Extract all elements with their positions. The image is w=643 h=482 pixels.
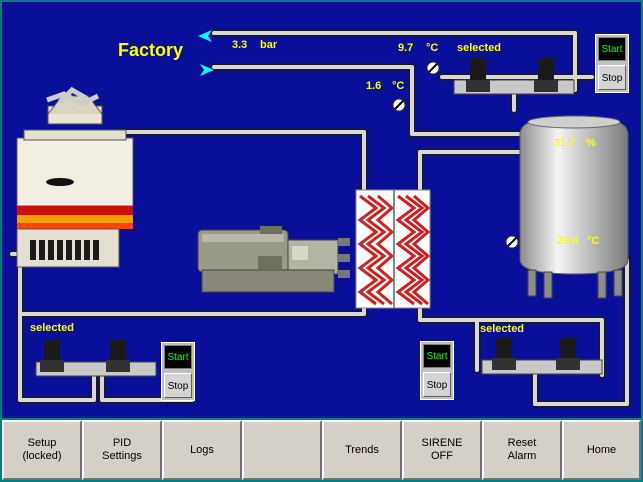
storage-tank-icon <box>519 115 629 299</box>
page-title: Factory <box>118 40 184 60</box>
pump-group-bottom-right-status: selected <box>480 323 525 335</box>
stop-button[interactable]: Stop <box>598 65 626 90</box>
flow-arrow-in-icon <box>200 64 214 76</box>
temp-sensor-mid-icon <box>392 98 406 112</box>
stop-button[interactable]: Stop <box>423 372 451 397</box>
temp-top-value: 9.7 <box>398 42 414 54</box>
temp-sensor-tank-icon <box>505 235 519 249</box>
pump-control-top-right: Start Stop <box>595 34 629 93</box>
pump-group-bottom-left-icon <box>35 340 157 377</box>
pump-group-top-right-icon <box>453 58 575 95</box>
temp-sensor-top-icon <box>426 61 440 75</box>
pump-control-bottom-left: Start Stop <box>161 342 195 401</box>
empty-toolbar-button[interactable] <box>242 420 322 480</box>
pressure-value: 3.3 <box>232 39 248 51</box>
cooling-tower-icon <box>16 86 134 268</box>
pump-group-top-right-status: selected <box>457 42 502 54</box>
chiller-compressor-icon <box>197 226 350 293</box>
tank-temp-value: 28.6 <box>557 235 579 247</box>
tank-temp-unit: °C <box>587 235 600 247</box>
start-button[interactable]: Start <box>164 345 192 369</box>
reset-alarm-button[interactable]: Reset Alarm <box>482 420 562 480</box>
temp-mid-value: 1.6 <box>366 80 382 92</box>
start-button[interactable]: Start <box>423 344 451 368</box>
temp-top-unit: °C <box>426 42 439 54</box>
pid-settings-button[interactable]: PID Settings <box>82 420 162 480</box>
heat-exchanger-icon <box>355 189 431 309</box>
bottom-toolbar: Setup (locked) PID Settings Logs Trends … <box>0 419 643 482</box>
flow-arrow-out-icon <box>198 30 212 42</box>
stop-button[interactable]: Stop <box>164 373 192 398</box>
process-screen: Factory 3.3 bar 9.7 °C 1.6 °C 31.7 % 28.… <box>2 2 641 418</box>
trends-button[interactable]: Trends <box>322 420 402 480</box>
setup-button[interactable]: Setup (locked) <box>2 420 82 480</box>
pump-control-bottom-right: Start Stop <box>420 341 454 400</box>
home-button[interactable]: Home <box>562 420 641 480</box>
tank-level-value: 31.7 <box>554 137 576 149</box>
logs-button[interactable]: Logs <box>162 420 242 480</box>
sirene-toggle-button[interactable]: SIRENE OFF <box>402 420 482 480</box>
process-diagram <box>8 29 631 408</box>
tank-level-unit: % <box>586 137 596 149</box>
pump-group-bottom-left-status: selected <box>30 322 75 334</box>
pump-group-bottom-right-icon <box>481 338 603 375</box>
start-button[interactable]: Start <box>598 37 626 61</box>
pressure-unit: bar <box>260 39 278 51</box>
temp-mid-unit: °C <box>392 80 405 92</box>
